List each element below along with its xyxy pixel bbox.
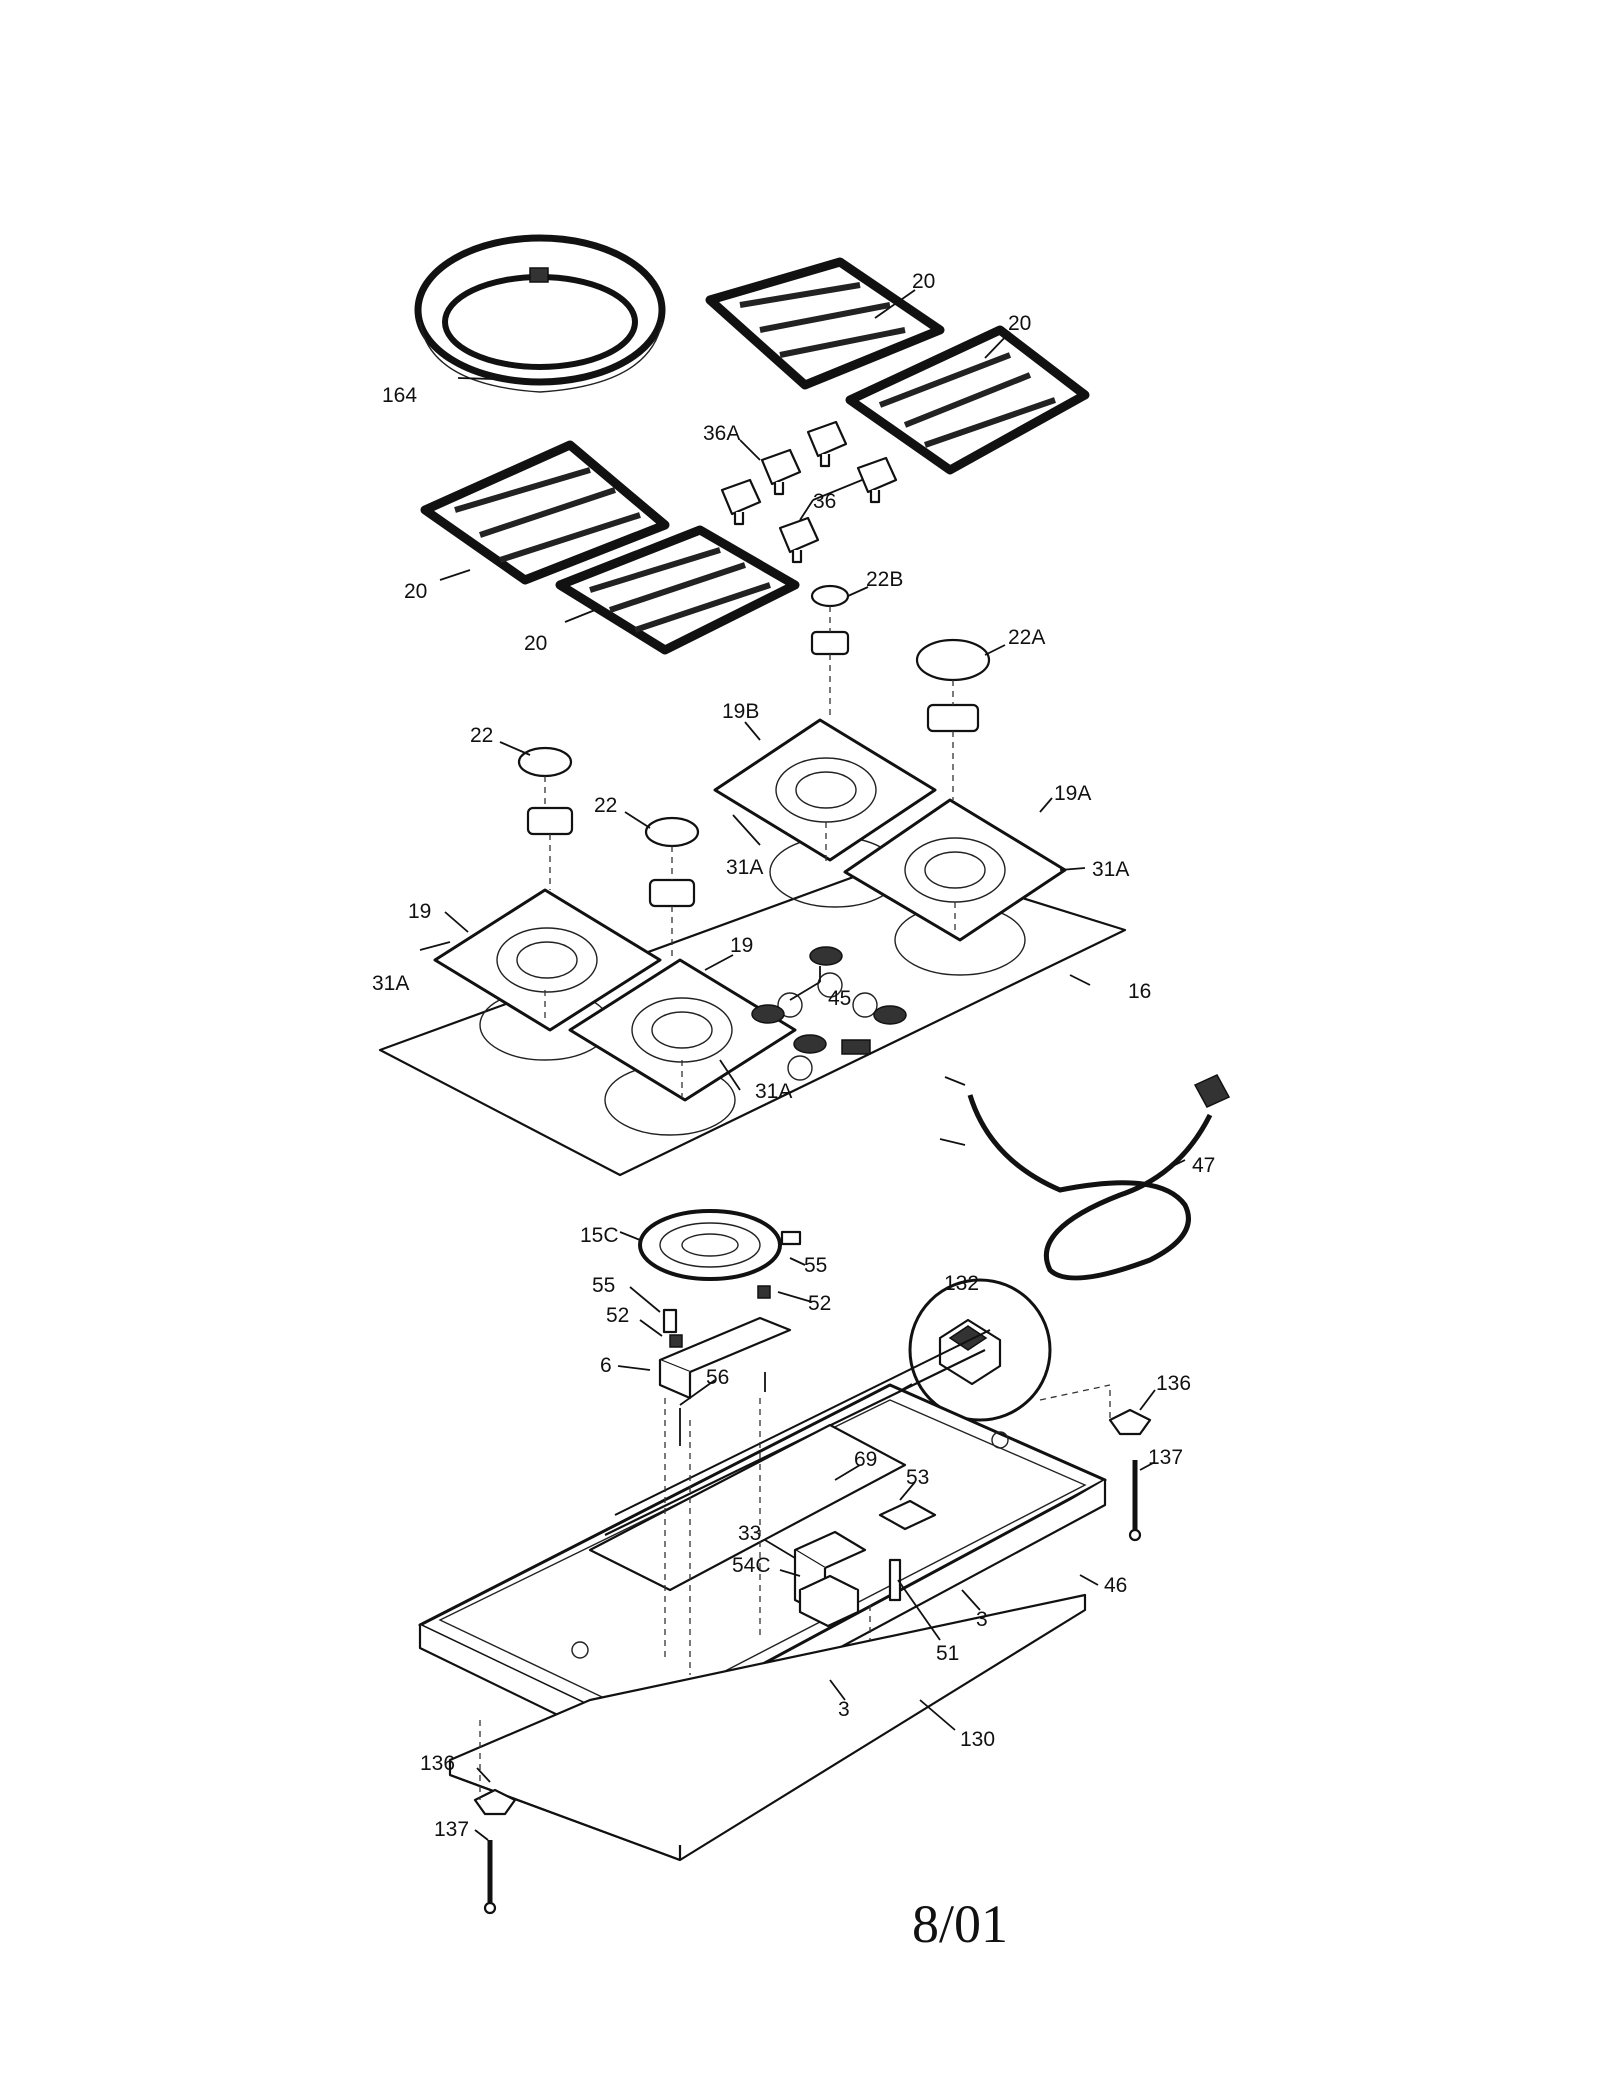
part-labels: 164 20 20 20 20 36A 36 22B 22A 22 22 19B… (372, 270, 1215, 1841)
label-cooktop-16: 16 (1128, 980, 1151, 1003)
label-element-15c: 15C (580, 1224, 619, 1247)
assembly-lines (479, 606, 1111, 1800)
control-knobs (720, 420, 898, 564)
wok-ring-part (414, 234, 666, 393)
label-knob-36: 36 (813, 490, 836, 513)
label-bracket-6: 6 (600, 1354, 612, 1377)
label-cap-22-mid: 22 (594, 794, 617, 817)
label-knob-36a: 36A (703, 422, 740, 445)
label-bolt-51: 51 (936, 1642, 959, 1665)
label-screw-56: 56 (706, 1366, 729, 1389)
label-gasket-31a-right: 31A (1092, 858, 1129, 881)
label-cap-22-left: 22 (470, 724, 493, 747)
date-code: 8/01 (912, 1894, 1008, 1954)
label-cap-22b: 22B (866, 568, 903, 591)
burner-heads (526, 630, 980, 908)
label-clip-136-left: 136 (420, 1752, 455, 1775)
label-switch-33: 33 (738, 1522, 761, 1545)
label-gasket-31a-bottom: 31A (755, 1080, 792, 1103)
burner-box (418, 1329, 1107, 1757)
label-grate-lower-right: 20 (524, 632, 547, 655)
label-bezel-45: 45 (828, 987, 851, 1010)
label-pan-19a: 19A (1054, 782, 1091, 805)
label-detail-132: 132 (944, 1272, 979, 1295)
grate-lower-right (555, 525, 800, 655)
label-screw-137-right: 137 (1148, 1446, 1183, 1469)
mounting-clips (473, 1408, 1152, 1915)
label-valve-69: 69 (854, 1448, 877, 1471)
grate-lower-left (420, 440, 670, 585)
label-wok-ring: 164 (382, 384, 417, 407)
power-cord (939, 1074, 1231, 1281)
label-cap-22a: 22A (1008, 626, 1045, 649)
label-spacer-55-left: 55 (592, 1274, 615, 1297)
label-pan-19-left: 19 (408, 900, 431, 923)
label-nut-52-right: 52 (808, 1292, 831, 1315)
label-pan-19-mid: 19 (730, 934, 753, 957)
label-screw-3-bottom: 3 (838, 1698, 850, 1721)
label-spacer-55-right: 55 (804, 1254, 827, 1277)
label-nut-52-left: 52 (606, 1304, 629, 1327)
label-cover-130: 130 (960, 1728, 995, 1751)
label-switch-54c: 54C (732, 1554, 771, 1577)
detail-callout (829, 1278, 1052, 1431)
label-screw-3-right: 3 (976, 1608, 988, 1631)
leader-lines (419, 289, 1186, 1841)
label-grate-upper-right: 20 (1008, 312, 1031, 335)
label-cord-47: 47 (1192, 1154, 1215, 1177)
bottom-cover (448, 1593, 1087, 1862)
grate-upper-left (705, 257, 945, 390)
label-pan-19b: 19B (722, 700, 759, 723)
label-grate-upper-left: 20 (912, 270, 935, 293)
label-gasket-31a-top: 31A (726, 856, 763, 879)
heating-element (638, 1209, 802, 1281)
mounting-hardware (658, 1285, 792, 1446)
drip-pans (433, 718, 1067, 1102)
label-bracket-53: 53 (906, 1466, 929, 1489)
label-screw-137-left: 137 (434, 1818, 469, 1841)
label-grate-lower-left: 20 (404, 580, 427, 603)
knob-bezels (751, 946, 907, 1054)
label-gasket-31a-left: 31A (372, 972, 409, 995)
label-pan-46: 46 (1104, 1574, 1127, 1597)
grate-upper-right (845, 325, 1090, 475)
label-clip-136-right: 136 (1156, 1372, 1191, 1395)
